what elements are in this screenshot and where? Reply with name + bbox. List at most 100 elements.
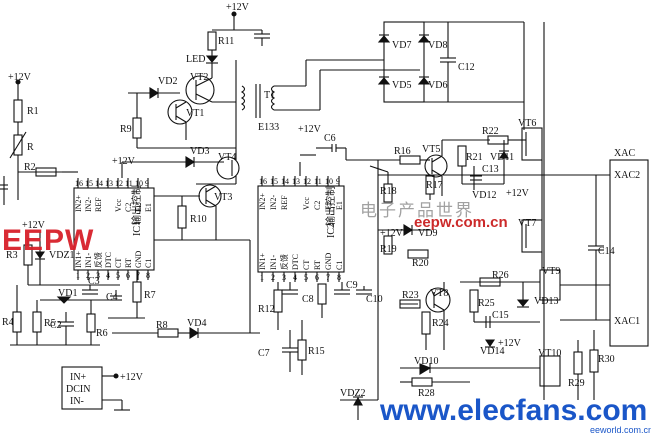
ic2-pin-name-bottom: DTC — [291, 254, 300, 270]
label-vd11: VD11 — [490, 152, 514, 163]
ic1-pin-name-bottom: 反馈 — [93, 252, 103, 268]
watermark-site-cn: 电子产品世界 — [360, 201, 474, 221]
ic1-pin-5: 5 — [116, 271, 120, 280]
ic2-pin-name-bottom: IN1- — [269, 255, 278, 270]
ic2-pin-12: 12 — [303, 177, 311, 186]
label-vd4: VD4 — [187, 318, 206, 329]
label-vcc-vd14: +12V — [498, 338, 522, 349]
label-vt5: VT5 — [422, 144, 440, 155]
label-rt: R — [27, 142, 34, 153]
label-vdz2: VDZ2 — [340, 388, 366, 399]
label-ic2-name: 输出控制 — [324, 186, 337, 226]
label-dcin: DCIN — [66, 384, 90, 395]
ic2-pin-name-bottom: C1 — [335, 261, 344, 270]
label-r5: R5 — [44, 318, 56, 329]
ic2-pin-5: 5 — [304, 273, 308, 282]
label-connector-supply: +12V — [120, 372, 144, 383]
label-r23: R23 — [402, 290, 419, 301]
ic1-pin-name-top: E2 — [134, 203, 143, 212]
ic2-pin-name-top: IN2- — [269, 195, 278, 210]
ic1-pin-name-top: REF — [94, 197, 103, 212]
ic2-pin-name-bottom: 反馈 — [279, 254, 289, 270]
label-vt2: VT2 — [190, 72, 208, 83]
label-vcc-left: +12V — [8, 72, 32, 83]
label-c13: C13 — [482, 164, 499, 175]
label-r28: R28 — [418, 388, 435, 399]
input-section — [0, 79, 260, 346]
label-r29: R29 — [568, 378, 585, 389]
label-r3: R3 — [6, 250, 18, 261]
label-c8: C8 — [302, 294, 314, 305]
ic1-pin-name-bottom: IN1- — [84, 253, 93, 268]
ic2-pin-name-bottom: CT — [302, 260, 311, 270]
output-section — [369, 127, 649, 400]
label-r2: R2 — [24, 162, 36, 173]
label-xac1: XAC1 — [614, 316, 640, 327]
label-c7: C7 — [258, 348, 270, 359]
label-c12: C12 — [458, 62, 475, 73]
ic2-chip — [257, 176, 345, 282]
label-vt4: VT4 — [218, 152, 236, 163]
ic1-pin-name-top: C2 — [124, 203, 133, 212]
ic1-pin-7: 7 — [136, 271, 140, 280]
label-r22: R22 — [482, 126, 499, 137]
ic1-pin-name-bottom: GND — [134, 250, 143, 268]
driver-section — [121, 148, 250, 241]
ic1-pin-name-top: IN2+ — [74, 195, 83, 212]
label-vt1: VT1 — [186, 108, 204, 119]
ic2-pin-16: 16 — [259, 177, 267, 186]
label-in-pos: IN+ — [70, 372, 87, 383]
label-r18: R18 — [380, 186, 397, 197]
ic2-pin-name-bottom: IN1+ — [258, 253, 267, 270]
label-r1: R1 — [27, 106, 39, 117]
ic2-pin-name-bottom: GND — [324, 252, 333, 270]
ic1-pin-name-bottom: RT — [124, 258, 133, 268]
ic2-pin-15: 15 — [270, 177, 278, 186]
label-vcc-vd9: +12V — [380, 228, 404, 239]
label-vcc-top: +12V — [226, 2, 250, 13]
ic2-pin-name-top: Vcc — [302, 197, 311, 210]
label-vcc-vdz1: +12V — [22, 220, 46, 231]
ic1-pin-16: 16 — [75, 179, 83, 188]
label-vcc-ic2: +12V — [298, 124, 322, 135]
label-c14: C14 — [598, 246, 615, 257]
label-c4: C4 — [106, 292, 118, 303]
label-r15: R15 — [308, 346, 325, 357]
labels: +12V +12V R1 R R2 R3 VDZ1 R4 R5 C2 R6 VD… — [2, 2, 640, 407]
ic1-pin-14: 14 — [95, 179, 103, 188]
ic2-pin-4: 4 — [293, 273, 297, 282]
label-vd6: VD6 — [428, 80, 447, 91]
ic2-pin-14: 14 — [281, 177, 289, 186]
label-r4: R4 — [2, 317, 14, 328]
ic2-pin-10: 10 — [325, 177, 333, 186]
ic2-pin-7: 7 — [326, 273, 330, 282]
label-r21: R21 — [466, 152, 483, 163]
label-vcc-ic1: +12V — [112, 156, 136, 167]
label-r17: R17 — [426, 180, 443, 191]
label-c10: C10 — [366, 294, 383, 305]
label-in-neg: IN- — [70, 396, 84, 407]
label-vd7: VD7 — [392, 40, 411, 51]
label-r8: R8 — [156, 320, 168, 331]
label-xac2: XAC2 — [614, 170, 640, 181]
ic2-pin-name-top: E2 — [324, 201, 333, 210]
label-r12: R12 — [258, 304, 275, 315]
ic1-pin-1: 1 — [76, 271, 80, 280]
label-vd5: VD5 — [392, 80, 411, 91]
ic2-pin-1: 1 — [260, 273, 264, 282]
label-c6: C6 — [324, 133, 336, 144]
label-r30: R30 — [598, 354, 615, 365]
ic1-pin-name-top: Vcc — [114, 199, 123, 212]
label-vd14: VD14 — [480, 346, 504, 357]
ic1-pin-11: 11 — [125, 179, 133, 188]
ic1-pin-name-top: E1 — [144, 203, 153, 212]
label-ic1-name: 输出控制 — [130, 185, 143, 225]
ic2-pin-3: 3 — [282, 273, 286, 282]
ic1-pin-8: 8 — [146, 271, 150, 280]
label-vd10: VD10 — [414, 356, 438, 367]
label-vdz1: VDZ1 — [49, 250, 75, 261]
